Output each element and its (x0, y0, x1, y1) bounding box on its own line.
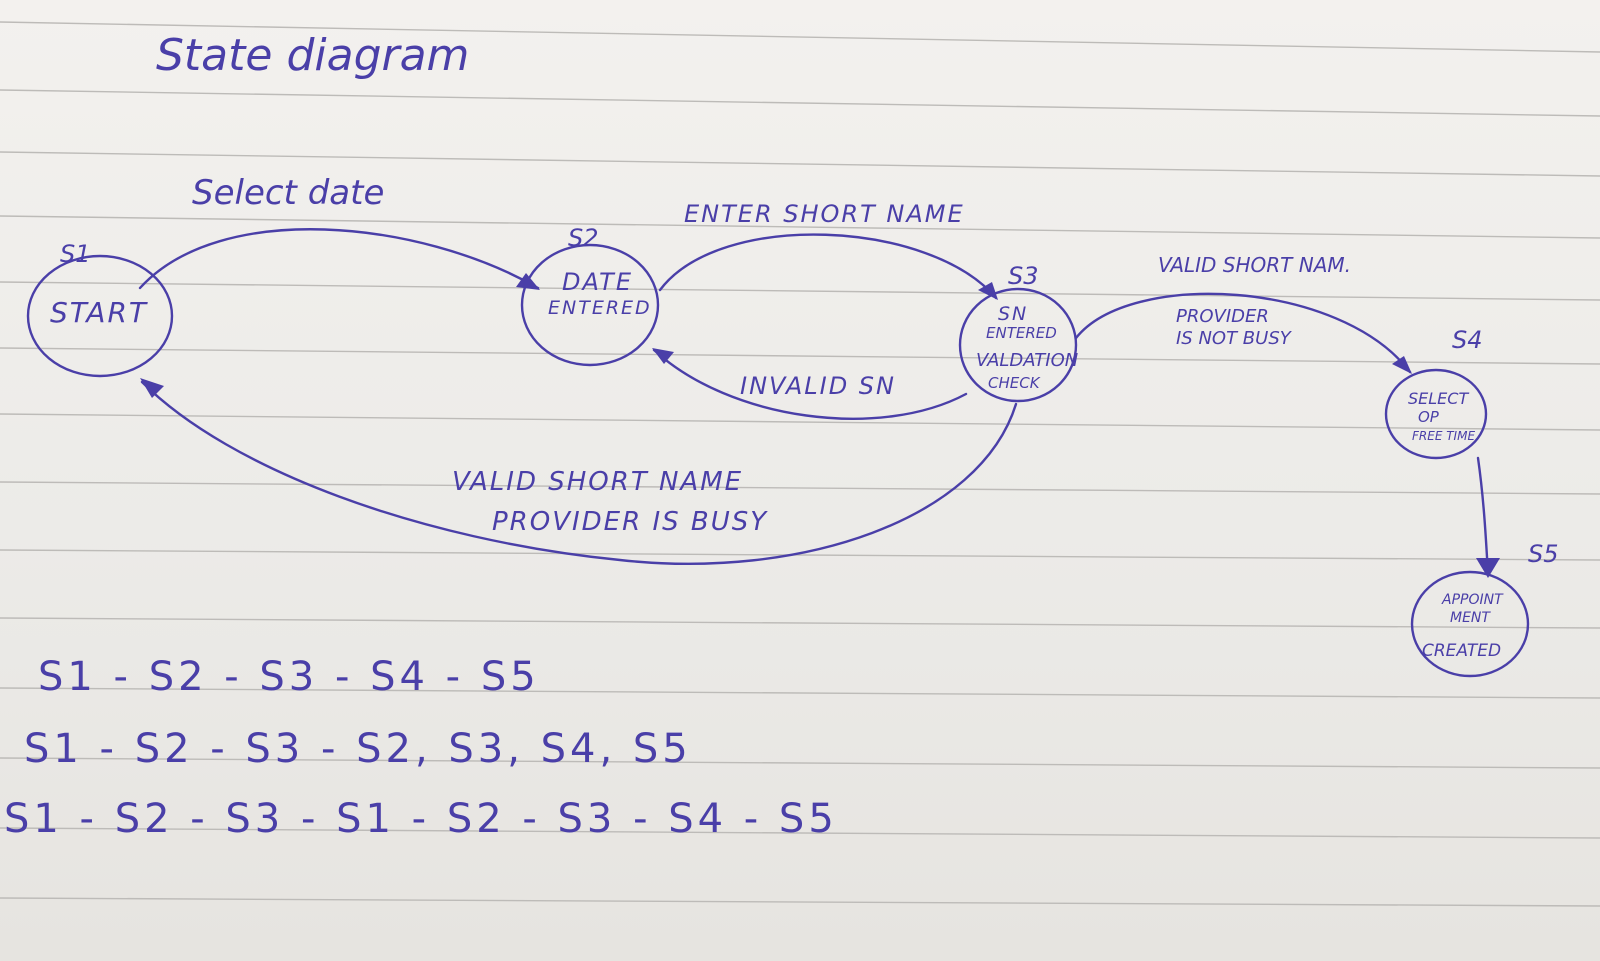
state-s4-name-line-2: OP (1418, 408, 1440, 426)
state-s5-circle (1410, 570, 1530, 678)
state-s2: S2 DATE ENTERED (520, 224, 660, 367)
sequence-line-2: S1 - S2 - S3 - S2, S3, S4, S5 (24, 726, 692, 772)
transition-s3-s4-label-line-2: PROVIDER (1176, 306, 1269, 327)
state-s3-name-line-3: VALDATION (976, 350, 1078, 371)
state-s3-name-line-4: CHECK (988, 374, 1041, 392)
state-s5-name-line-1: APPOINT (1441, 592, 1504, 608)
state-s4-id: S4 (1452, 326, 1483, 354)
transition-s4-s5-arrowhead (1476, 558, 1500, 578)
transition-s3-s4-arrowhead (1392, 356, 1412, 374)
state-s1-id: S1 (60, 240, 91, 268)
ruled-lines (0, 21, 1600, 907)
transition-s2-s3-arc (658, 233, 998, 300)
transition-s3-s1-label-line-2: PROVIDER IS BUSY (492, 507, 768, 537)
transition-s3-s2: INVALID SN (652, 348, 968, 420)
state-s5-name-line-2: MENT (1450, 610, 1491, 626)
state-s3-name-line-2: ENTERED (986, 324, 1057, 342)
transition-s4-s5-line (1476, 456, 1490, 576)
transition-s2-s3-arrowhead (978, 282, 998, 300)
sequence-line-3: S1 - S2 - S3 - S1 - S2 - S3 - S4 - S5 (4, 796, 838, 842)
state-s4-name-line-3: FREE TIME (1412, 429, 1475, 443)
state-s3-circle (958, 287, 1078, 403)
transition-s3-s1-arc (140, 380, 1018, 565)
state-s4-name-line-1: SELECT (1408, 389, 1469, 408)
transition-s3-s4-label-line-1: VALID SHORT NAM. (1158, 253, 1351, 277)
transition-s3-s4-label-line-3: IS NOT BUSY (1176, 328, 1293, 349)
state-s3-id: S3 (1008, 262, 1039, 290)
state-s5: S5 APPOINT MENT CREATED (1410, 540, 1559, 678)
state-s3-name-line-1: SN (998, 303, 1028, 325)
transition-s1-s2: Select date (138, 173, 540, 290)
transition-s2-s3-label: ENTER SHORT NAME (684, 200, 965, 228)
transition-s3-s1-label-line-1: VALID SHORT NAME (452, 467, 743, 497)
state-s5-id: S5 (1528, 540, 1559, 568)
state-s2-id: S2 (568, 224, 599, 252)
transition-s1-s2-arc (138, 228, 540, 290)
state-s5-name-line-3: CREATED (1422, 641, 1501, 661)
transition-s3-s2-arc (652, 348, 968, 420)
state-s4-circle (1384, 368, 1488, 460)
state-s2-name-line-2: ENTERED (548, 297, 652, 319)
transition-s3-s4: VALID SHORT NAM. PROVIDER IS NOT BUSY (1074, 253, 1412, 374)
state-s1: S1 START (26, 240, 174, 378)
transition-s3-s2-arrowhead (652, 348, 674, 364)
transition-s3-s2-label: INVALID SN (740, 372, 896, 400)
state-s1-circle (26, 254, 174, 378)
transition-s3-s1: VALID SHORT NAME PROVIDER IS BUSY (140, 378, 1018, 565)
state-s4: S4 SELECT OP FREE TIME (1384, 326, 1488, 460)
transition-s4-s5 (1476, 456, 1500, 578)
page-title: State diagram (156, 30, 469, 81)
transition-s1-s2-label: Select date (192, 173, 384, 213)
transition-s3-s4-arc (1074, 292, 1412, 374)
transition-s3-s1-arrowhead (140, 378, 164, 398)
transition-s1-s2-arrowhead (516, 273, 540, 290)
state-s2-circle (520, 243, 660, 367)
state-s2-name-line-1: DATE (562, 268, 633, 296)
sequence-line-1: S1 - S2 - S3 - S4 - S5 (38, 654, 540, 700)
state-s3: S3 SN ENTERED VALDATION CHECK (958, 262, 1078, 403)
state-s1-name-line-1: START (50, 296, 148, 329)
transition-s2-s3: ENTER SHORT NAME (658, 200, 998, 300)
